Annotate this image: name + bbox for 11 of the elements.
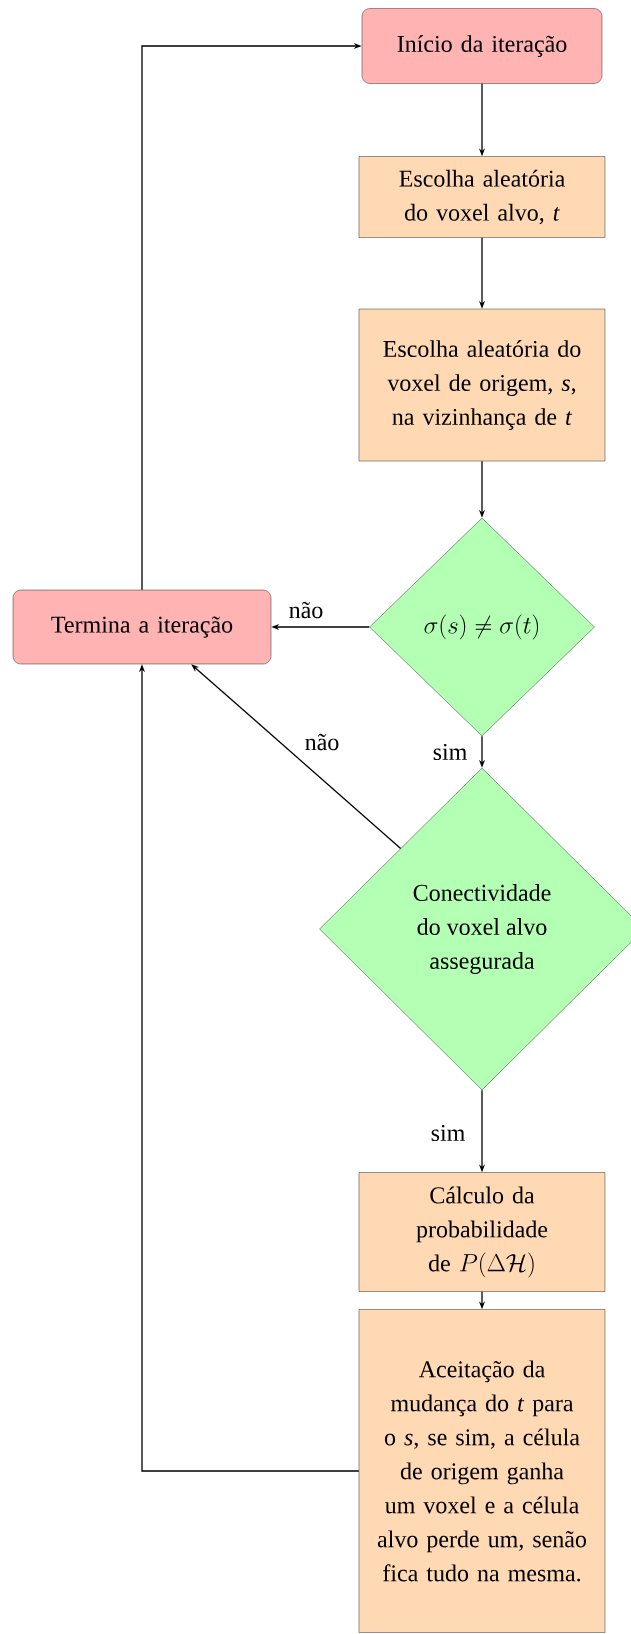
arrow (191, 664, 402, 850)
process-box: Aceitação da mudança do t para o s, se sim, a célula de origem ganha um voxel e a célula alvo perde um, senão fica tudo na mesma. (358, 1309, 606, 1633)
edge-label: não (303, 732, 341, 752)
process-box: Escolha aleatória do voxel alvo, t (358, 156, 606, 238)
process-box: Cálculo da probabilidade $\mathrm{de}\ P(\Delta\mathcal{H})$ (358, 1172, 606, 1292)
edge-label: sim (429, 1123, 467, 1143)
edge-label: sim (431, 742, 469, 762)
terminal-box: Início da iteração (361, 8, 603, 84)
edge-label: não (287, 600, 325, 620)
terminal-box: Termina a iteração (12, 589, 272, 665)
process-box: Escolha aleatória do voxel de origem, s, na vizinhança de t (358, 308, 606, 462)
